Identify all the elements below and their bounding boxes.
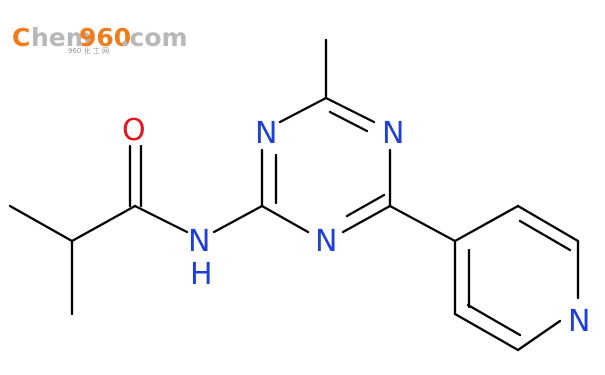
bond-c4-n3	[341, 204, 392, 234]
atom-pyridine-n: N	[568, 304, 590, 339]
bond-lines	[8, 38, 580, 352]
bond-py-n-c6	[516, 319, 562, 352]
bond-methyl-ch	[8, 204, 74, 243]
bond-py-c4-c3	[453, 204, 520, 243]
logo-subtitle: 960 化 工 网	[68, 46, 109, 55]
bond-py-c6-c5	[453, 312, 520, 352]
bond-c4-n3-inner	[345, 193, 386, 218]
atom-amide-h: H	[190, 257, 213, 292]
logo-c: C	[12, 23, 30, 52]
bond-c6-n5-inner	[328, 110, 369, 133]
atom-oxygen: O	[122, 113, 146, 148]
chem960-logo: C hem 960 .com 960 化 工 网	[12, 23, 188, 55]
bond-ch-carbonyl	[70, 204, 137, 243]
atom-amide-n: N	[188, 224, 210, 259]
bond-triazine-pyridine	[388, 204, 457, 243]
atom-labels: O N H N N N N	[122, 113, 590, 339]
atom-triazine-n1: N	[255, 116, 277, 151]
bond-py-c3-c2	[516, 204, 580, 243]
bond-py-c3-c2-inner	[518, 219, 572, 252]
logo-dotcom: .com	[120, 23, 188, 52]
bond-c6-n5	[324, 96, 376, 124]
bond-py-c6-c5-inner	[466, 303, 522, 337]
bond-n1-c6	[278, 96, 328, 124]
logo-960: 960	[79, 23, 131, 52]
bond-nh-triazine	[212, 204, 264, 234]
logo-hem: hem	[31, 23, 92, 52]
atom-triazine-n5: N	[382, 116, 404, 151]
bond-c-nh	[133, 204, 189, 234]
bond-n3-c2	[260, 204, 310, 234]
atom-triazine-n3: N	[315, 224, 337, 259]
